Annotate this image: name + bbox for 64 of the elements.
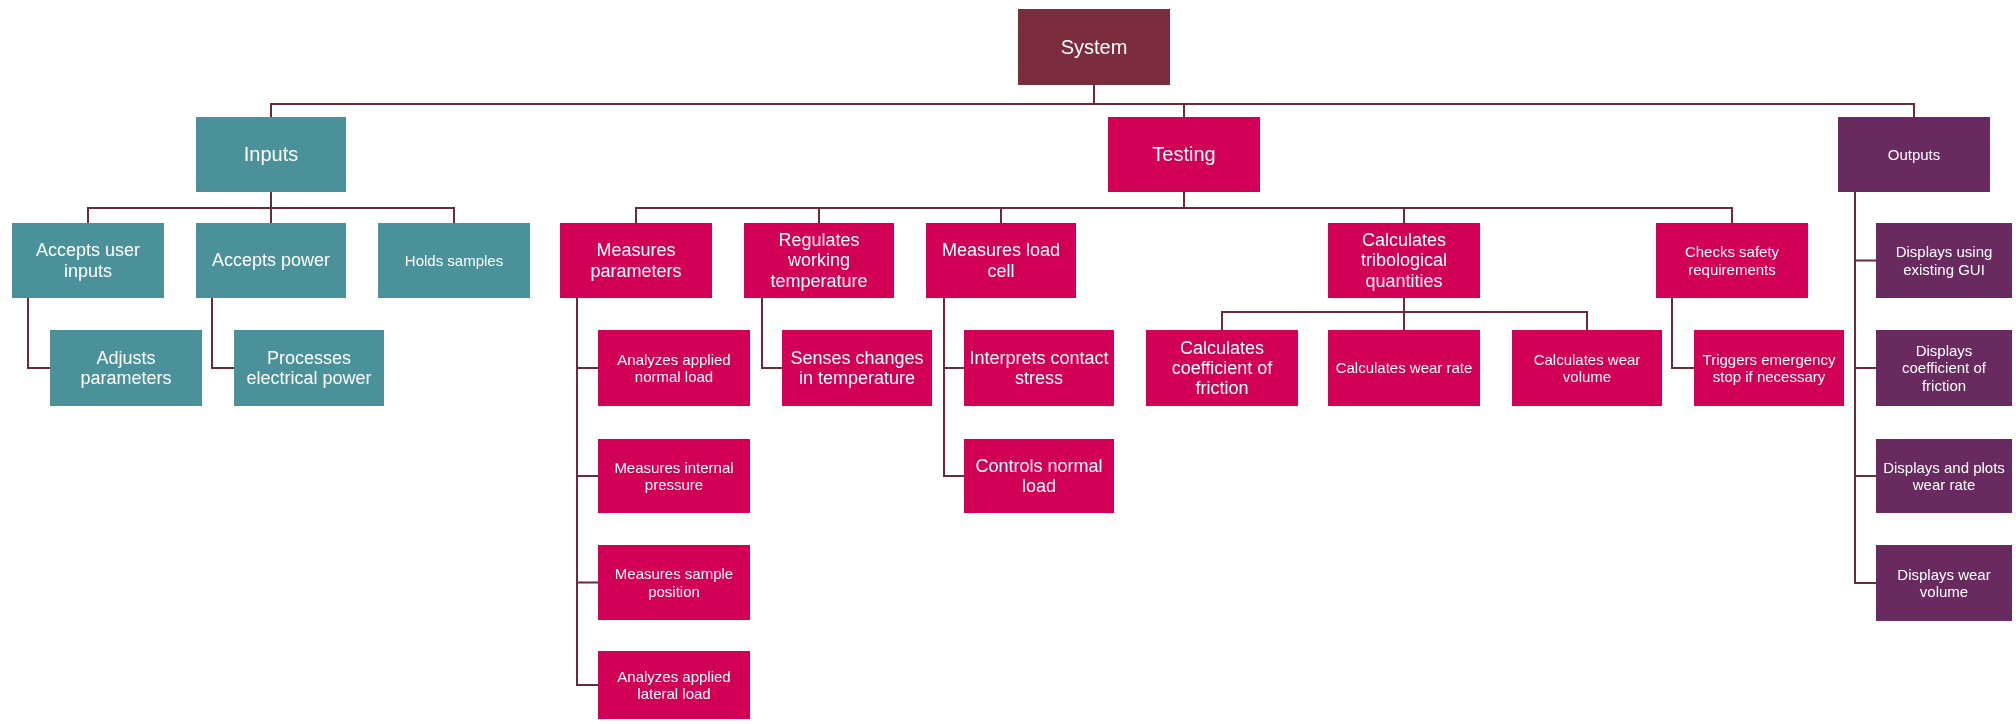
process-box xyxy=(744,223,894,298)
process-box xyxy=(196,117,346,192)
process-box xyxy=(964,439,1114,513)
box-label: Checks safety requirements xyxy=(1683,243,1781,278)
process-box xyxy=(196,223,346,298)
box-label: Calculates tribological quantities xyxy=(1359,230,1448,291)
box-label: Analyzes applied normal load xyxy=(616,350,732,386)
process-box xyxy=(964,330,1114,406)
box-label: Triggers emergency stop if necessary xyxy=(1701,350,1837,386)
box-label: Accepts power xyxy=(211,250,331,271)
box-label: Regulates working temperature xyxy=(769,230,869,291)
box-label: System xyxy=(1060,35,1128,59)
process-box xyxy=(1876,330,2012,406)
process-box xyxy=(1876,545,2012,621)
box-label: Displays wear volume xyxy=(1896,565,1992,601)
box-label: Measures internal pressure xyxy=(613,458,735,494)
process-box xyxy=(234,330,384,406)
process-box xyxy=(12,223,164,298)
box-label: Interprets contact stress xyxy=(968,347,1110,389)
process-box xyxy=(1694,330,1844,406)
process-box xyxy=(378,223,530,298)
process-box xyxy=(782,330,932,406)
process-box xyxy=(1512,330,1662,406)
connector-line xyxy=(211,297,235,369)
box-label: Measures load cell xyxy=(940,240,1062,281)
process-box xyxy=(1108,117,1260,192)
box-label: Outputs xyxy=(1887,145,1941,164)
process-box xyxy=(1656,223,1808,298)
process-box xyxy=(1018,9,1170,85)
box-label: Processes electrical power xyxy=(245,347,373,389)
process-box xyxy=(598,545,750,620)
box-label: Inputs xyxy=(243,143,299,166)
box-label: Holds samples xyxy=(404,251,504,270)
process-box xyxy=(1876,439,2012,513)
process-box xyxy=(598,439,750,513)
box-label: Controls normal load xyxy=(974,455,1104,497)
connector-line xyxy=(761,297,783,369)
box-label: Calculates coefficient of friction xyxy=(1170,337,1274,399)
connector-line xyxy=(943,297,965,477)
box-label: Calculates wear rate xyxy=(1335,359,1473,377)
process-box xyxy=(1876,223,2012,298)
process-box xyxy=(1838,117,1990,192)
box-label: Adjusts parameters xyxy=(79,347,173,389)
process-box xyxy=(560,223,712,298)
box-label: Analyzes applied lateral load xyxy=(616,667,732,703)
process-box xyxy=(598,330,750,406)
process-box xyxy=(926,223,1076,298)
connector-line xyxy=(1671,297,1695,369)
process-box xyxy=(50,330,202,406)
box-label: Displays and plots wear rate xyxy=(1882,458,2006,494)
box-label: Measures parameters xyxy=(589,240,683,281)
box-label: Senses changes in temperature xyxy=(789,347,925,389)
box-label: Displays coefficient of friction xyxy=(1901,342,1987,394)
connector-line xyxy=(27,297,51,369)
process-box xyxy=(598,651,750,719)
connector-line xyxy=(270,191,455,224)
box-label: Calculates wear volume xyxy=(1532,350,1642,386)
box-label: Accepts user inputs xyxy=(34,240,141,281)
process-box xyxy=(1328,223,1480,298)
process-box xyxy=(1328,330,1480,406)
box-label: Testing xyxy=(1152,143,1216,166)
box-label: Displays using existing GUI xyxy=(1894,243,1994,278)
process-box xyxy=(1146,330,1298,406)
box-label: Measures sample position xyxy=(613,565,735,600)
